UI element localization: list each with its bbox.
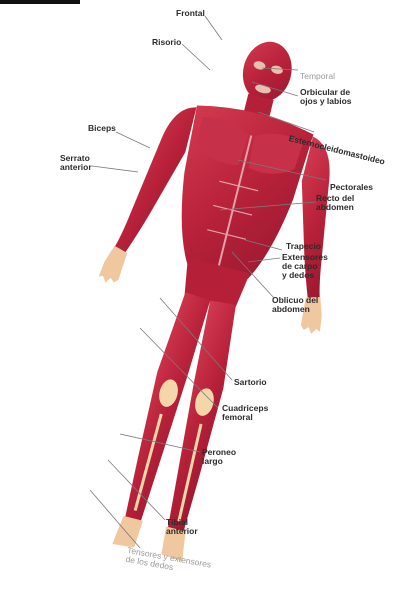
label-risorio: Risorio: [152, 38, 181, 47]
label-cuadriceps-line-2: femoral: [222, 413, 268, 422]
label-biceps: Biceps: [88, 124, 116, 133]
label-recto: Recto del abdomen: [316, 194, 354, 212]
label-extensores: Extensores de carpo y dedos: [282, 253, 328, 280]
label-oblicuo: Oblicuo del abdomen: [272, 296, 318, 314]
label-cuadriceps: Cuadriceps femoral: [222, 404, 268, 422]
label-pectorales: Pectorales: [330, 183, 373, 192]
label-tibial-line-2: anterior: [166, 527, 198, 536]
label-orbicular-line-2: ojos y labios: [300, 97, 352, 106]
label-orbicular: Orbicular de ojos y labios: [300, 88, 352, 106]
label-temporal: Temporal: [300, 72, 335, 81]
label-peroneo: Peroneo largo: [202, 448, 236, 466]
label-serrato: Serrato anterior: [60, 154, 92, 172]
label-oblicuo-line-2: abdomen: [272, 305, 318, 314]
head: [237, 37, 298, 107]
label-tibial: Tibial anterior: [166, 518, 198, 536]
label-peroneo-line-2: largo: [202, 457, 236, 466]
label-serrato-line-2: anterior: [60, 163, 92, 172]
label-trapecio: Trapecio: [286, 242, 321, 251]
label-recto-line-2: abdomen: [316, 203, 354, 212]
label-extensores-line-3: y dedos: [282, 271, 328, 280]
label-frontal: Frontal: [176, 9, 205, 18]
label-sartorio: Sartorio: [234, 378, 267, 387]
